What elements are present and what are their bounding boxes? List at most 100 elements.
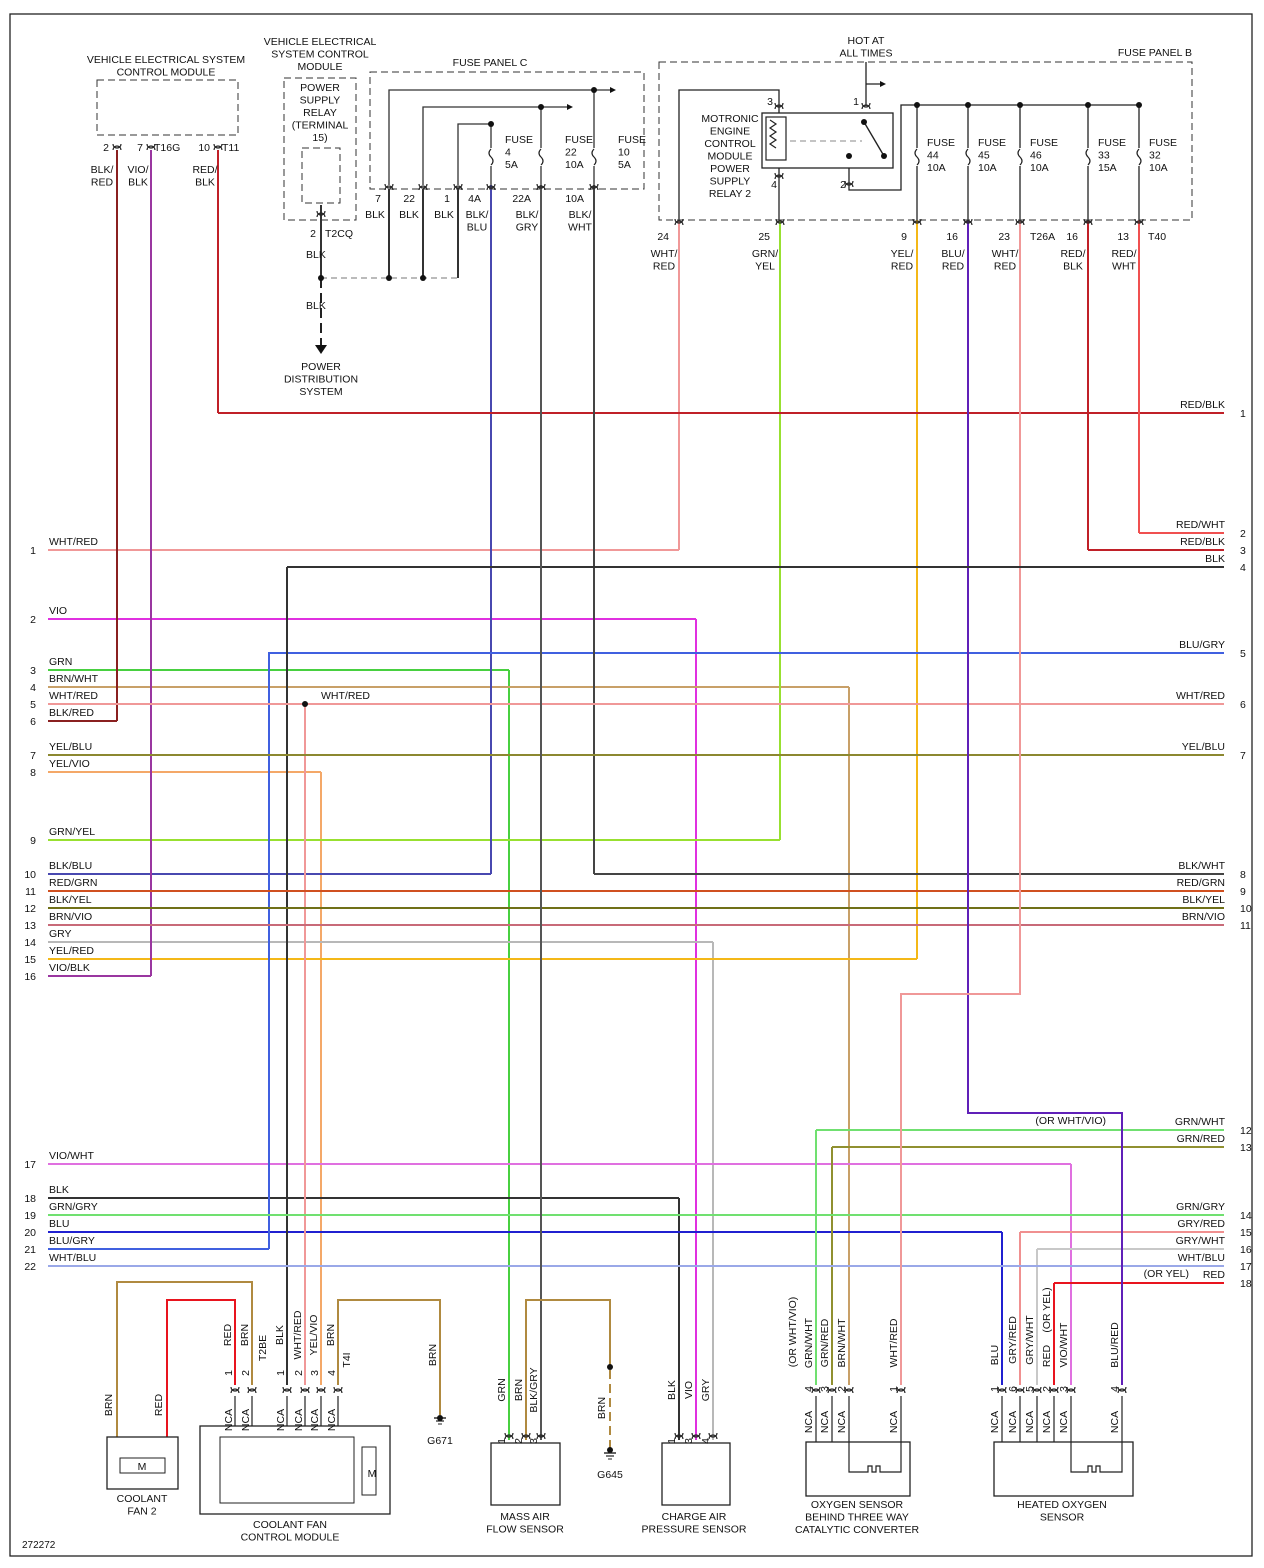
vescm-wire-label: BLK/ <box>91 164 114 176</box>
fpc-bus-3 <box>457 123 491 185</box>
fuse-icon <box>1017 148 1023 166</box>
arrow-right-icon <box>610 87 616 93</box>
fpb-pin: 13 <box>1117 231 1129 243</box>
o2b-terminal-icon <box>811 1388 821 1394</box>
fpc-terminal-icon <box>589 183 599 189</box>
maf-terminal-icon <box>536 1434 546 1440</box>
fpb-terminal-icon <box>1134 218 1144 224</box>
fuse-icon <box>538 148 544 166</box>
ho2-pin: 4 <box>1109 1386 1121 1392</box>
cap-wire-label: GRY <box>700 1379 712 1402</box>
right-bus-pin-8: 8 <box>1240 869 1246 881</box>
relay-contact <box>846 153 852 159</box>
vescm2-title: VEHICLE ELECTRICAL <box>264 36 377 48</box>
fpb-pin: 16 <box>1066 231 1078 243</box>
fan-cm-wire-label: RED <box>222 1323 234 1346</box>
fpb-terminal-icon <box>674 218 684 224</box>
fpc-wire-label: GRY <box>516 222 539 234</box>
fpc-pin: 22 <box>403 193 415 205</box>
fan-cm-brn-g671 <box>337 1299 441 1415</box>
fpb-terminal-icon <box>775 220 785 226</box>
splice-dot <box>386 275 392 281</box>
right-bus-label-13: GRN/RED <box>1177 1133 1226 1145</box>
fpb-pin: 24 <box>657 231 669 243</box>
o2b-terminal-icon <box>896 1388 906 1394</box>
right-bus-pin-9: 9 <box>1240 886 1246 898</box>
g671-wire-label: BRN <box>427 1344 439 1366</box>
pds-title: POWER <box>301 361 341 373</box>
left-bus-pin-18: 18 <box>24 1193 36 1205</box>
psr-title: POWER <box>300 82 340 94</box>
left-bus-label-3: GRN <box>49 656 72 668</box>
nca-label: NCA <box>1109 1411 1121 1433</box>
ho2-pin: 6 <box>1007 1386 1019 1392</box>
g671-dot <box>437 1415 443 1421</box>
note-or-wht-vio: (OR WHT/VIO) <box>1035 1115 1106 1127</box>
fuse-b-label: 10A <box>1149 162 1168 174</box>
cap-pin: 3 <box>683 1438 695 1444</box>
fan-cm-pin: 2 <box>240 1370 252 1376</box>
right-bus-pin-7: 7 <box>1240 750 1246 762</box>
cap-terminal-icon <box>674 1432 684 1438</box>
wht-red-splice-dot <box>302 701 308 707</box>
maf-wire-label: BLK/GRY <box>528 1367 540 1412</box>
cap-terminal-icon <box>691 1432 701 1438</box>
fuse-icon <box>488 148 494 166</box>
fpc-terminal-icon <box>486 183 496 189</box>
fpc-wire-label: BLU <box>467 222 487 234</box>
left-bus-pin-20: 20 <box>24 1227 36 1239</box>
psr-inner <box>301 147 341 204</box>
fpb-pin: 16 <box>946 231 958 243</box>
left-bus-label-8: YEL/VIO <box>49 758 90 770</box>
fpc-terminal-icon <box>536 185 546 191</box>
maf-wire-label: BRN <box>513 1379 525 1401</box>
fpb-terminal-icon <box>963 218 973 224</box>
labels-layer: 1WHT/RED2VIO3GRN4BRN/WHT5WHT/RED6BLK/RED… <box>22 35 1252 1551</box>
fan-cm-wire-label: YEL/VIO <box>308 1315 320 1356</box>
fpb-wire-label: RED <box>891 261 914 273</box>
fuse-c-label: 22 <box>565 147 577 159</box>
fpc-terminal-icon <box>453 183 463 189</box>
fuse-b-label: 10A <box>978 162 997 174</box>
fuse-c-label: 4 <box>505 147 511 159</box>
fpb-terminal-icon <box>912 220 922 226</box>
maf-title: FLOW SENSOR <box>486 1524 564 1536</box>
ho2-title: SENSOR <box>1040 1512 1085 1524</box>
fpb-pin: 25 <box>758 231 770 243</box>
motronic-title: MODULE <box>708 151 753 163</box>
left-bus-pin-15: 15 <box>24 954 36 966</box>
coolant-fan2-title: FAN 2 <box>127 1506 156 1518</box>
relay-terminal-icon <box>774 174 784 180</box>
o2b-title: CATALYTIC CONVERTER <box>795 1524 919 1536</box>
right-bus-pin-11: 11 <box>1240 920 1251 932</box>
fpb-wire-label: GRN/ <box>752 248 778 260</box>
fan-cm-terminal-icon <box>316 1388 326 1394</box>
fpb-terminal-icon <box>912 218 922 224</box>
right-bus-pin-1: 1 <box>1240 408 1246 420</box>
blu-red-fuse45-to-ho2 <box>967 220 1123 1385</box>
motronic-title: ENGINE <box>710 126 750 138</box>
fpc-pin: 1 <box>444 193 450 205</box>
maf-brn <box>525 1299 611 1440</box>
relay-box <box>761 112 894 169</box>
vescm-wire-label: BLK <box>195 177 215 189</box>
coolant-fan2-box <box>106 1436 179 1490</box>
fan-cm-terminal-icon <box>247 1386 257 1392</box>
fuse-b-label: FUSE <box>1149 137 1177 149</box>
left-bus-pin-13: 13 <box>24 920 36 932</box>
relay-terminal-icon <box>774 172 784 178</box>
fpb-pin: 23 <box>998 231 1010 243</box>
fuse-c-label: 10 <box>618 147 630 159</box>
ho2-wire-label: BLU/RED <box>1109 1322 1121 1368</box>
t4i-pin: 4 <box>326 1370 338 1376</box>
cap-box <box>661 1442 731 1506</box>
nca-label: NCA <box>888 1411 900 1433</box>
nca-label: NCA <box>1007 1411 1019 1433</box>
psr-title: (TERMINAL <box>292 120 349 132</box>
fuse-b-label: 10A <box>1030 162 1049 174</box>
motronic-title: SUPPLY <box>710 176 751 188</box>
right-bus-label-11: BRN/VIO <box>1182 911 1225 923</box>
fpc-terminal-icon <box>536 183 546 189</box>
nca-label: NCA <box>326 1409 338 1431</box>
fuse-b-label: 46 <box>1030 150 1042 162</box>
